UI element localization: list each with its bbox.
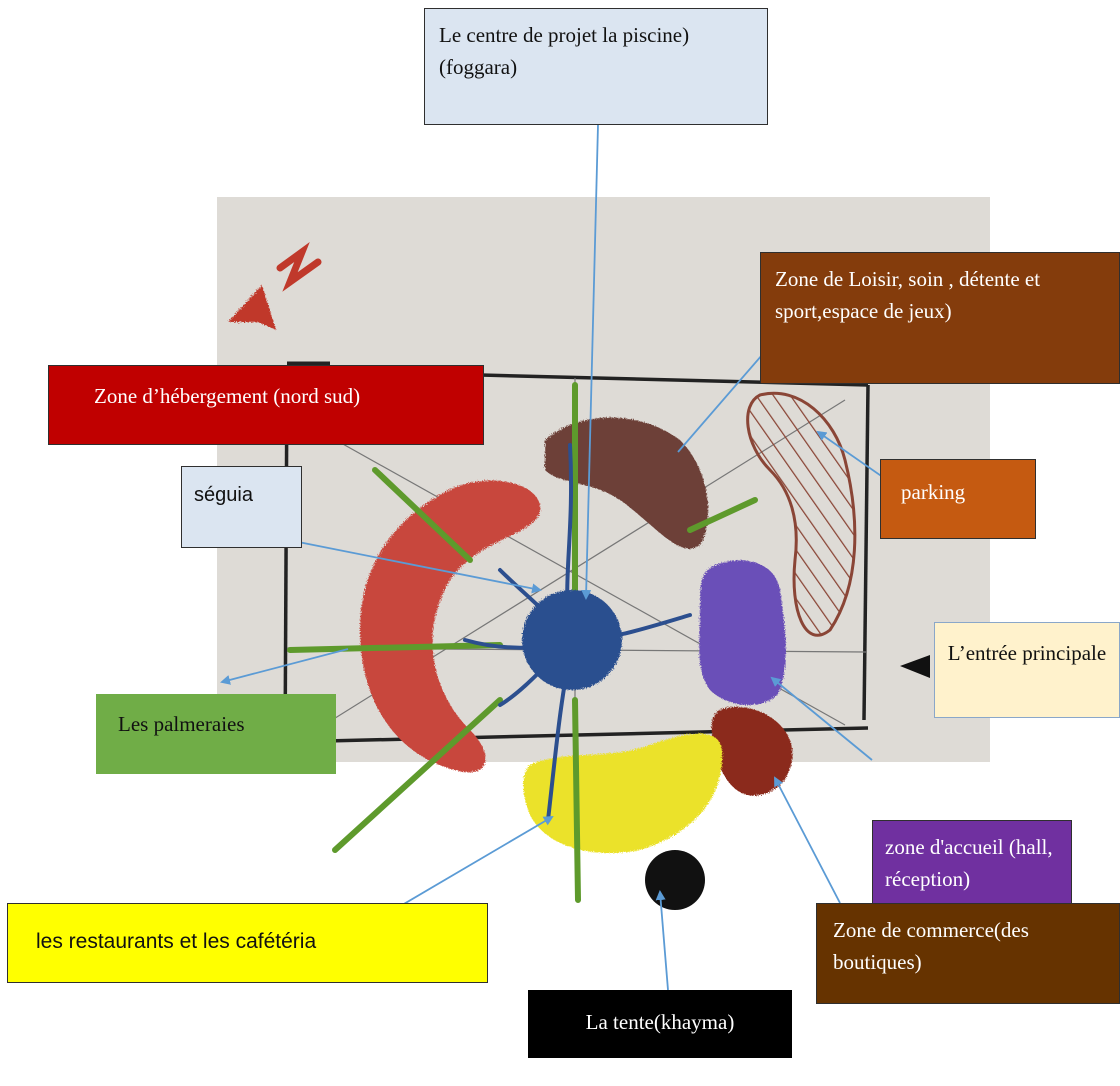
hebergement-zone (360, 480, 541, 773)
loisir-zone (545, 417, 709, 549)
accueil-zone (699, 560, 786, 705)
loisir-label-text: Zone de Loisir, soin , détente et sport,… (775, 267, 1041, 323)
tente-label-text: La tente(khayma) (585, 1010, 735, 1034)
arrow-loisir (677, 338, 777, 453)
north-arrow-icon (228, 242, 322, 330)
leader-arrows (220, 124, 901, 991)
centre-label-text: Le centre de projet la piscine)(foggara) (439, 23, 690, 79)
arrow-accueil (770, 676, 873, 761)
palmeraies-label: Les palmeraies (96, 694, 336, 774)
commerce-zone (711, 706, 793, 796)
arrow-restaurants (379, 815, 554, 919)
restaurants-label: les restaurants et les cafétéria (7, 903, 488, 983)
arrow-tente (655, 890, 669, 991)
restaurants-label-text: les restaurants et les cafétéria (36, 930, 317, 953)
tente-label: La tente(khayma) (528, 990, 792, 1058)
tent-circle (645, 850, 705, 910)
parking-label: parking (880, 459, 1036, 539)
hebergement-label-text: Zone d’hébergement (nord sud) (94, 384, 361, 408)
arrow-commerce (774, 776, 841, 904)
seguia-label-text: séguia (194, 484, 253, 506)
entree-label-text: L’entrée principale (947, 641, 1107, 665)
hebergement-label: Zone d’hébergement (nord sud) (48, 365, 484, 445)
palmeraies-label-text: Les palmeraies (118, 712, 245, 736)
loisir-label: Zone de Loisir, soin , détente et sport,… (760, 252, 1120, 384)
parking-zone (746, 391, 857, 637)
seguia-label: séguia (181, 466, 302, 548)
central-pool (522, 590, 622, 690)
entree-label: L’entrée principale (934, 622, 1120, 718)
arrow-palmeraies (220, 648, 349, 685)
accueil-label: zone d'accueil (hall, réception) (872, 820, 1072, 918)
arrow-centre (581, 124, 599, 600)
commerce-label-text: Zone de commerce(des boutiques) (833, 918, 1029, 974)
palm-lines (287, 382, 758, 903)
accueil-label-text: zone d'accueil (hall, réception) (885, 835, 1053, 891)
entrance-arrow-icon (900, 655, 930, 678)
centre-label: Le centre de projet la piscine)(foggara) (424, 8, 768, 125)
commerce-label: Zone de commerce(des boutiques) (816, 903, 1120, 1004)
parking-label-text: parking (901, 480, 966, 504)
